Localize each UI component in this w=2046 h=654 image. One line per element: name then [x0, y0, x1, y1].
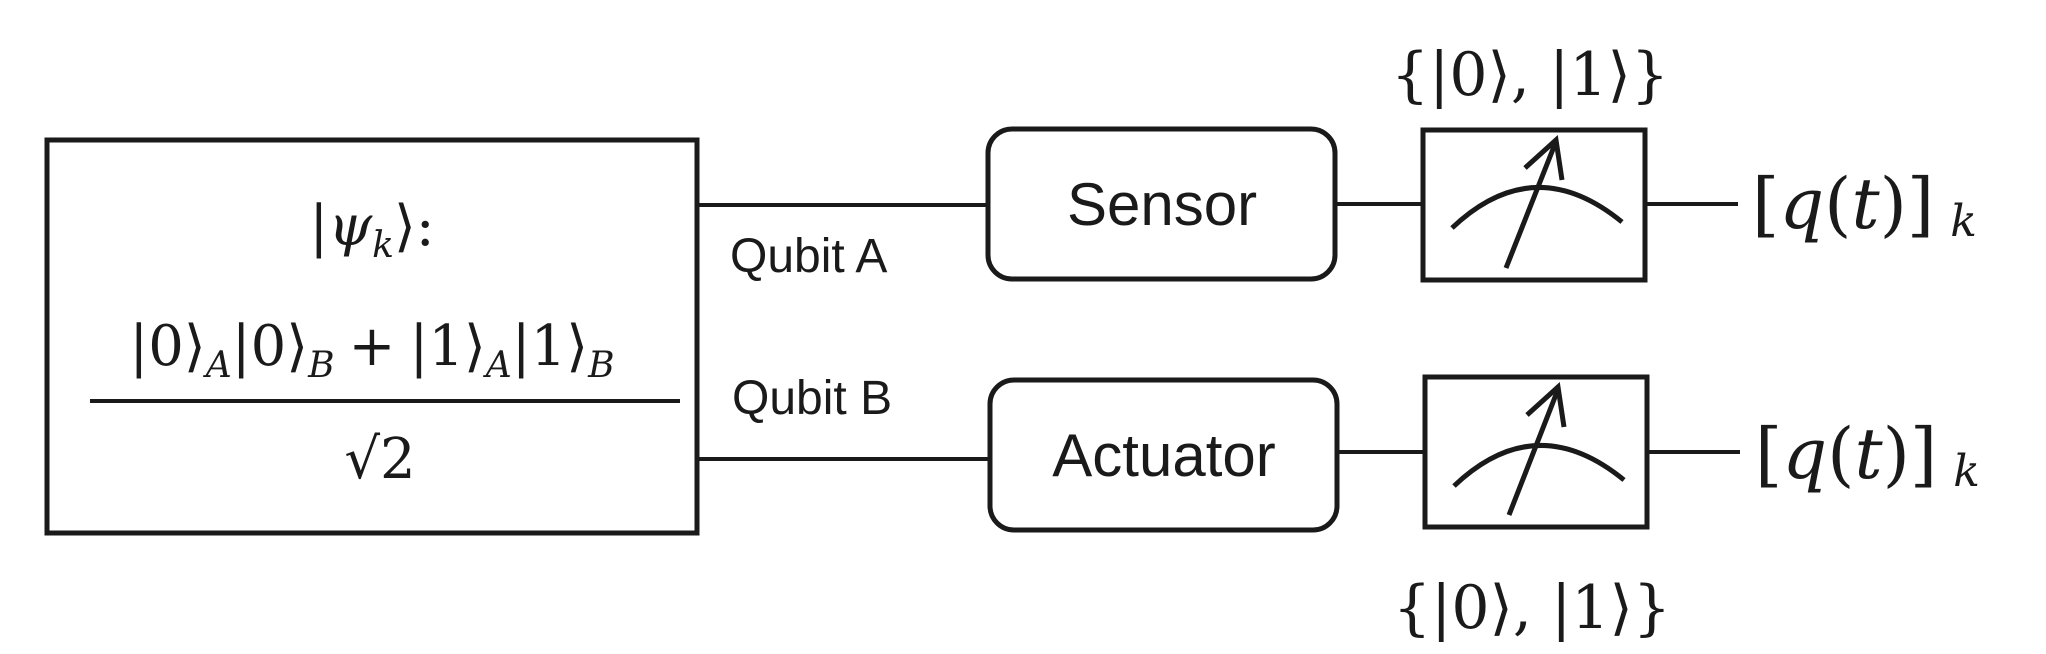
ket-close: ⟩: — [394, 194, 435, 259]
num-term2: |0⟩ — [232, 314, 308, 379]
basis-top-label: {|0⟩, |1⟩} — [1391, 40, 1669, 110]
state-box — [44, 137, 700, 536]
measurement-meter-bottom-icon — [1422, 374, 1650, 530]
num-term3-sub: A — [483, 345, 512, 386]
sensor-label: Sensor — [1067, 171, 1257, 238]
num-term3: |1⟩ — [409, 314, 485, 379]
state-denominator: √2 — [344, 427, 415, 492]
basis-bottom-label: {|0⟩, |1⟩} — [1393, 573, 1671, 643]
state-numerator: |0⟩A|0⟩B+|1⟩A|1⟩B — [129, 314, 614, 386]
num-term2-sub: B — [307, 345, 334, 386]
output-top-label: [q(t)]k — [1752, 163, 1977, 247]
num-term4-sub: B — [587, 345, 614, 386]
num-term1: |0⟩ — [129, 314, 205, 379]
qubit-a-label: Qubit A — [730, 230, 887, 283]
state-ket: |ψk⟩: — [309, 194, 434, 266]
ket-sub: k — [372, 225, 394, 266]
num-term4: |1⟩ — [512, 314, 588, 379]
output-bottom-label: [q(t)]k — [1755, 413, 1980, 497]
ket-psi: |ψ — [309, 194, 373, 259]
measurement-meter-top-icon — [1420, 127, 1648, 283]
num-term1-sub: A — [203, 345, 232, 386]
num-plus: + — [349, 314, 396, 379]
qubit-b-label: Qubit B — [732, 372, 892, 425]
actuator-label: Actuator — [1052, 422, 1275, 489]
actuator-block — [987, 377, 1340, 533]
